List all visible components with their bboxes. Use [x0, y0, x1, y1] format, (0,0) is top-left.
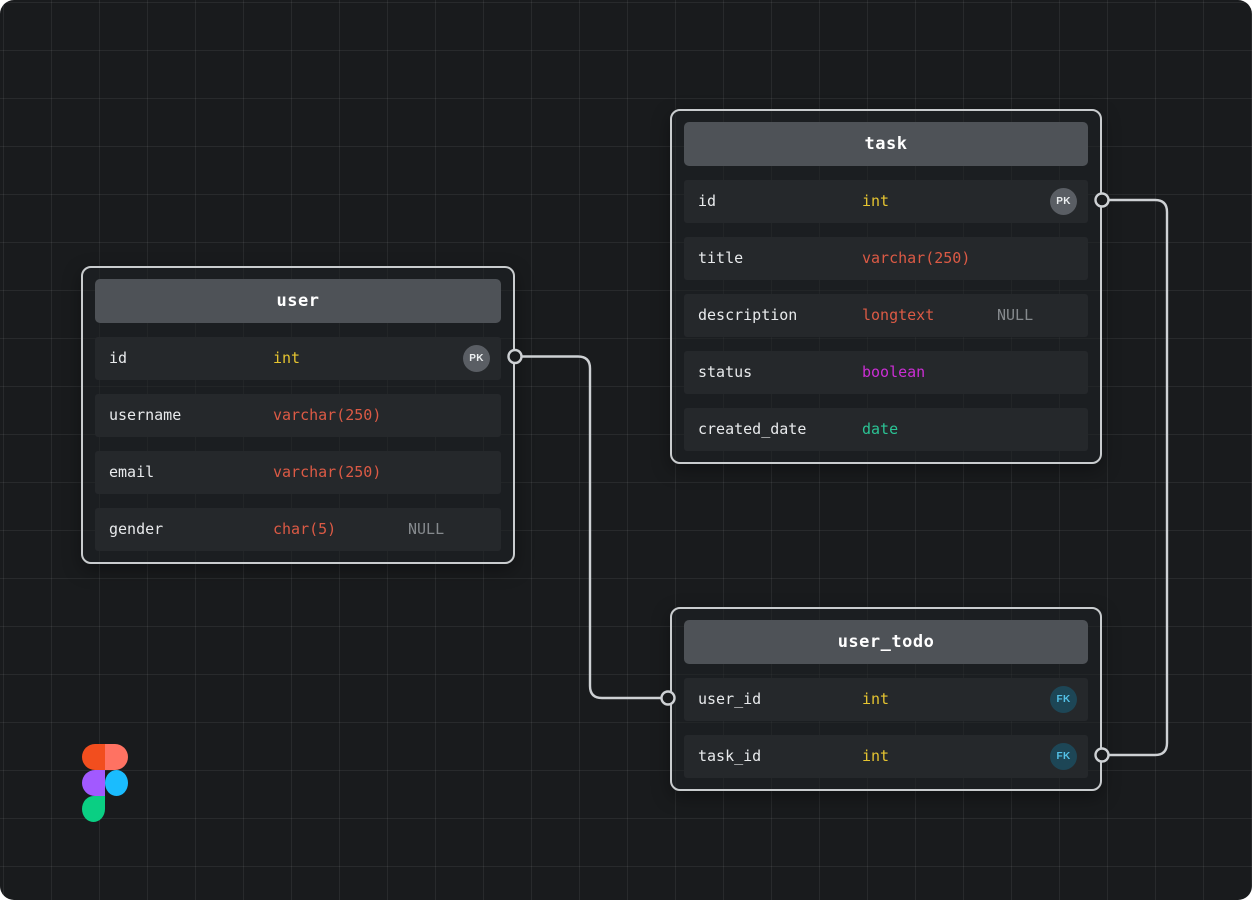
table-task-header[interactable]: task [684, 122, 1088, 166]
fk-badge: FK [1050, 686, 1077, 713]
relationship-task-usertodo[interactable] [1102, 198, 1169, 757]
table-row[interactable]: email varchar(250) [95, 451, 501, 494]
table-row[interactable]: description longtext NULL [684, 294, 1088, 337]
table-title: user_todo [837, 632, 935, 652]
column-name: status [698, 363, 753, 381]
column-name: username [109, 406, 182, 424]
table-user-header[interactable]: user [95, 279, 501, 323]
column-type: int [862, 747, 890, 765]
table-task[interactable]: task id int PK title varchar(250) descri… [670, 109, 1102, 464]
figma-logo-blue-piece [105, 770, 128, 796]
table-row[interactable]: task_id int FK [684, 735, 1088, 778]
column-name: id [698, 192, 717, 210]
table-user-todo-header[interactable]: user_todo [684, 620, 1088, 664]
table-title: task [864, 134, 908, 154]
column-type: int [862, 690, 890, 708]
table-user[interactable]: user id int PK username varchar(250) ema… [81, 266, 515, 564]
figma-logo-purple-piece [82, 770, 105, 796]
figma-logo-orange-piece [82, 744, 105, 770]
table-row[interactable]: username varchar(250) [95, 394, 501, 437]
column-type: varchar(250) [273, 463, 382, 481]
table-row[interactable]: id int PK [95, 337, 501, 380]
column-name: description [698, 306, 798, 324]
column-name: user_id [698, 690, 762, 708]
column-nullable: NULL [408, 520, 445, 538]
column-name: id [109, 349, 128, 367]
column-type: varchar(250) [862, 249, 971, 267]
figma-logo [82, 744, 128, 822]
table-row[interactable]: created_date date [684, 408, 1088, 451]
column-type: int [273, 349, 301, 367]
column-name: email [109, 463, 155, 481]
column-name: title [698, 249, 744, 267]
table-row[interactable]: title varchar(250) [684, 237, 1088, 280]
pk-badge: PK [1050, 188, 1077, 215]
figma-logo-green-piece [82, 796, 105, 822]
column-name: task_id [698, 747, 762, 765]
table-user-todo[interactable]: user_todo user_id int FK task_id int FK [670, 607, 1102, 791]
column-nullable: NULL [997, 306, 1034, 324]
column-type: varchar(250) [273, 406, 382, 424]
figma-logo-red-piece [105, 744, 128, 770]
column-name: created_date [698, 420, 807, 438]
table-row[interactable]: user_id int FK [684, 678, 1088, 721]
column-type: longtext [862, 306, 935, 324]
pk-badge: PK [463, 345, 490, 372]
table-row[interactable]: id int PK [684, 180, 1088, 223]
table-row[interactable]: status boolean [684, 351, 1088, 394]
table-title: user [276, 291, 320, 311]
column-type: date [862, 420, 899, 438]
relationship-user-usertodo[interactable] [515, 355, 668, 700]
table-row[interactable]: gender char(5) NULL [95, 508, 501, 551]
column-name: gender [109, 520, 164, 538]
column-type: int [862, 192, 890, 210]
column-type: char(5) [273, 520, 337, 538]
fk-badge: FK [1050, 743, 1077, 770]
column-type: boolean [862, 363, 926, 381]
